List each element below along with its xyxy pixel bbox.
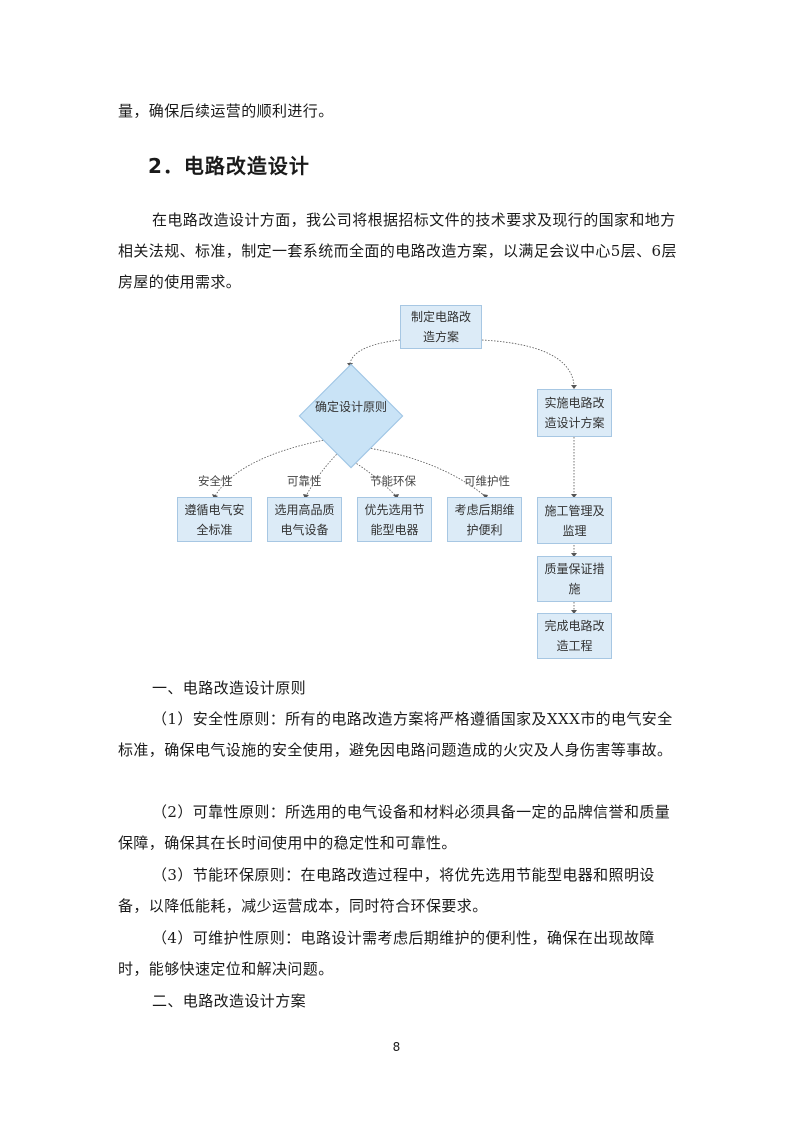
principle-item-1: （1）安全性原则：所有的电路改造方案将严格遵循国家及XXX市的电气安全标准，确保… <box>118 704 678 766</box>
plan-step-construction: 施工管理及监理 <box>537 497 612 544</box>
principle-item-3-text: 节能环保原则：在电路改造过程中，将优先选用节能型电器和照明设备，以降低能耗，减少… <box>118 866 655 915</box>
principle-item-3-num: （3） <box>152 866 193 884</box>
principle-item-3: （3）节能环保原则：在电路改造过程中，将优先选用节能型电器和照明设备，以降低能耗… <box>118 860 678 922</box>
principle-box-safety: 遵循电气安全标准 <box>177 497 252 542</box>
principle-box-maintainability: 考虑后期维护便利 <box>447 497 522 542</box>
principle-box-energy: 优先选用节能型电器 <box>357 497 432 542</box>
flow-node-principle-label: 确定设计原则 <box>314 400 387 414</box>
principle-item-1-text: 安全性原则：所有的电路改造方案将严格遵循国家及XXX市的电气安全标准，确保电气设… <box>118 710 673 759</box>
diamond-shape <box>298 363 404 469</box>
flow-node-principle: 确定设计原则 <box>298 363 404 469</box>
flow-node-root: 制定电路改造方案 <box>400 305 482 349</box>
sub1-title: 一、电路改造设计原则 <box>152 679 307 697</box>
principle-item-2: （2）可靠性原则：所选用的电气设备和材料必须具备一定的品牌信誉和质量保障，确保其… <box>118 797 678 859</box>
plan-step-quality: 质量保证措施 <box>537 556 612 602</box>
principle-item-4-text: 可维护性原则：电路设计需考虑后期维护的便利性，确保在出现故障时，能够快速定位和解… <box>118 929 655 978</box>
branch-label-energy: 节能环保 <box>370 474 416 488</box>
section-heading: 2．电路改造设计 <box>148 154 310 178</box>
principle-item-2-num: （2） <box>152 803 193 821</box>
principle-item-4: （4）可维护性原则：电路设计需考虑后期维护的便利性，确保在出现故障时，能够快速定… <box>118 923 678 985</box>
sub2-title: 二、电路改造设计方案 <box>152 992 307 1010</box>
flow-node-plan: 实施电路改造设计方案 <box>537 389 612 437</box>
principle-item-4-num: （4） <box>152 929 193 947</box>
page-number: 8 <box>392 1040 401 1054</box>
principle-box-reliability: 选用高品质电气设备 <box>267 497 342 542</box>
branch-label-reliability: 可靠性 <box>287 474 322 488</box>
principle-item-1-num: （1） <box>152 710 193 728</box>
branch-label-maintainability: 可维护性 <box>464 474 510 488</box>
plan-step-complete: 完成电路改造工程 <box>537 613 612 659</box>
section-intro-paragraph: 在电路改造设计方面，我公司将根据招标文件的技术要求及现行的国家和地方相关法规、标… <box>118 211 677 291</box>
branch-label-safety: 安全性 <box>198 474 233 488</box>
principle-item-2-text: 可靠性原则：所选用的电气设备和材料必须具备一定的品牌信誉和质量保障，确保其在长时… <box>118 803 671 852</box>
intro-tail-paragraph: 量，确保后续运营的顺利进行。 <box>118 102 334 120</box>
